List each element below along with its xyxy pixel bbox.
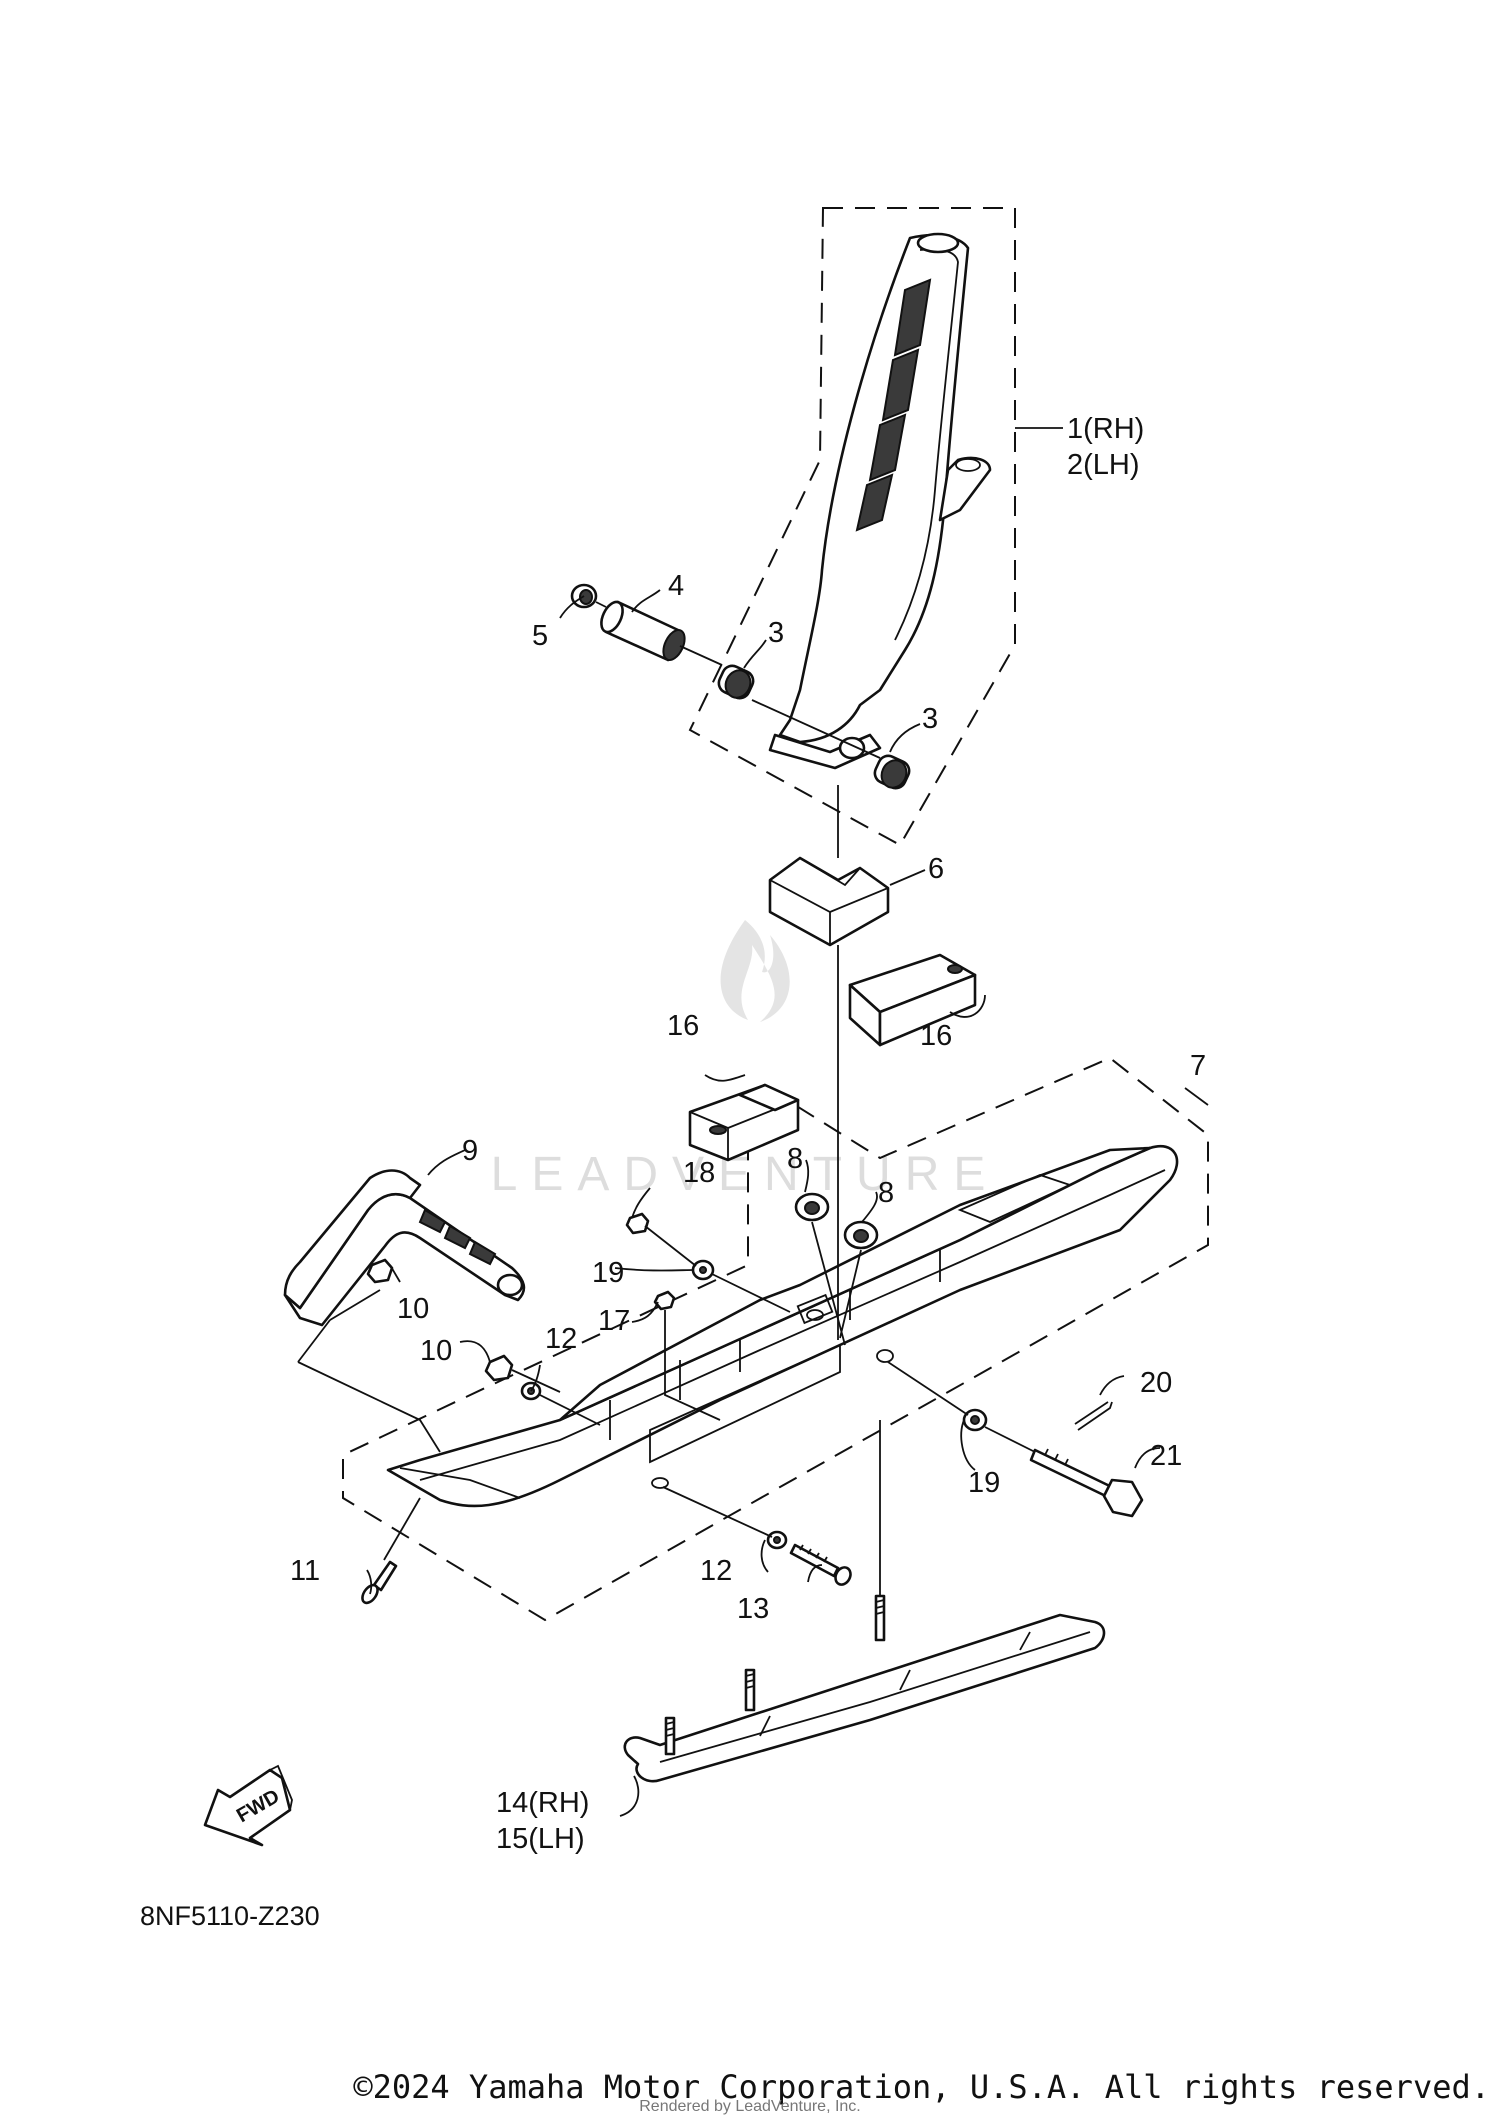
watermark-flame-icon: [720, 920, 790, 1022]
callout-13: 13: [737, 1593, 769, 1625]
callout-11: 11: [290, 1555, 320, 1587]
ski-group-outline: [342, 1056, 1209, 1622]
callout-19b: 19: [968, 1467, 1000, 1499]
bolt-part-13: [789, 1543, 852, 1586]
callout-19a: 19: [592, 1257, 624, 1289]
callout-5: 5: [532, 620, 548, 652]
nut-17-line: [664, 1310, 721, 1421]
handle-line: [297, 1289, 441, 1453]
ski-spindle-part: [768, 232, 992, 770]
callout-7: 7: [1190, 1050, 1206, 1082]
bushing-part-8a: [794, 1192, 830, 1222]
callout-9: 9: [462, 1135, 478, 1167]
nut-part-18: [625, 1212, 650, 1235]
bolt-part-11: [361, 1560, 398, 1605]
nut-part-10a: [366, 1258, 394, 1284]
bushing-part-3a: [717, 664, 755, 700]
callout-16b: 16: [667, 1010, 699, 1042]
copyright-notice: ©2024 Yamaha Motor Corporation, U.S.A. A…: [353, 2068, 1490, 2106]
leader-lines: [366, 427, 1209, 1817]
collar-part-4: [600, 600, 686, 662]
callout-20: 20: [1140, 1367, 1172, 1399]
callout-1: 1(RH): [1067, 413, 1144, 445]
rendered-by-credit: Rendered by LeadVenture, Inc.: [639, 2098, 861, 2115]
bolt-13-line: [662, 1486, 773, 1538]
ski-part: [386, 1145, 1179, 1508]
callout-21: 21: [1150, 1440, 1182, 1472]
callout-12a: 12: [545, 1323, 577, 1355]
bushing-part-8b: [843, 1220, 879, 1250]
callout-8b: 8: [878, 1177, 894, 1209]
callout-17: 17: [598, 1305, 630, 1337]
cotter-pin-part-20: [1074, 1401, 1113, 1431]
ski-handle-part: [283, 1169, 526, 1327]
forward-arrow-icon: [203, 1764, 293, 1847]
callout-10a: 10: [397, 1293, 429, 1325]
washer-part-19a: [691, 1259, 715, 1281]
callout-3b: 3: [922, 703, 938, 735]
callout-4: 4: [668, 570, 684, 602]
bolt-part-21: [1029, 1448, 1144, 1518]
callout-15: 15(LH): [496, 1823, 585, 1855]
callout-2: 2(LH): [1067, 449, 1140, 481]
assembly-axis-line: [595, 601, 881, 759]
spindle-group-outline: [688, 207, 1016, 847]
damper-part-16b: [688, 1083, 800, 1162]
callout-10b: 10: [420, 1335, 452, 1367]
wear-bar-part: [623, 1594, 1106, 1783]
bolt-21-line: [887, 1361, 1036, 1453]
callout-6: 6: [928, 853, 944, 885]
damper-part-16a: [848, 953, 977, 1047]
pad-part-6: [768, 856, 890, 947]
watermark-text: LEADVENTURE: [491, 1148, 1000, 1201]
washer-part-19b: [962, 1408, 988, 1432]
bolt-11-line: [383, 1497, 421, 1561]
nut-18-line: [644, 1225, 791, 1313]
nut-part-17: [653, 1290, 676, 1311]
callout-16a: 16: [920, 1020, 952, 1052]
callout-12b: 12: [700, 1555, 732, 1587]
diagram-code: 8NF5110-Z230: [140, 1901, 320, 1931]
callout-18: 18: [683, 1157, 715, 1189]
bushing-part-3b: [873, 754, 911, 790]
callout-3a: 3: [768, 617, 784, 649]
callout-8a: 8: [787, 1143, 803, 1175]
callout-14: 14(RH): [496, 1787, 589, 1819]
nut-part-10b: [484, 1354, 514, 1382]
washer-part-12b: [766, 1530, 788, 1550]
bushing-8-lines: [811, 1221, 862, 1346]
